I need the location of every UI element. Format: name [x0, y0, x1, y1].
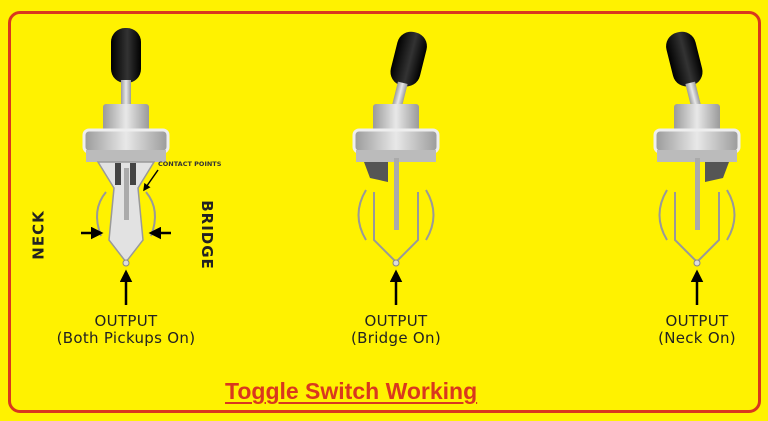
contact-points-label: CONTACT POINTS — [158, 160, 222, 168]
output-state: (Bridge On) — [351, 329, 441, 347]
output-state: (Neck On) — [658, 329, 736, 347]
bridge-label: BRIDGE — [197, 200, 216, 270]
knob-icon — [390, 31, 427, 87]
toggle-switch-bridge — [352, 31, 440, 305]
neck-label: NECK — [29, 210, 48, 260]
output-caption-both: OUTPUT (Both Pickups On) — [26, 313, 226, 347]
output-caption-bridge: OUTPUT (Bridge On) — [316, 313, 476, 347]
contact-arrow-icon — [143, 169, 159, 192]
output-caption-neck: OUTPUT (Neck On) — [627, 313, 767, 347]
knob-icon — [666, 31, 703, 87]
knob-icon — [111, 28, 141, 83]
diagram-title: Toggle Switch Working — [225, 378, 478, 404]
output-label: OUTPUT — [665, 312, 729, 330]
toggle-switch-both — [81, 28, 171, 305]
output-label: OUTPUT — [364, 312, 428, 330]
diagram-frame — [8, 11, 761, 413]
output-label: OUTPUT — [94, 312, 158, 330]
toggle-switch-neck — [653, 31, 741, 305]
output-state: (Both Pickups On) — [56, 329, 196, 347]
